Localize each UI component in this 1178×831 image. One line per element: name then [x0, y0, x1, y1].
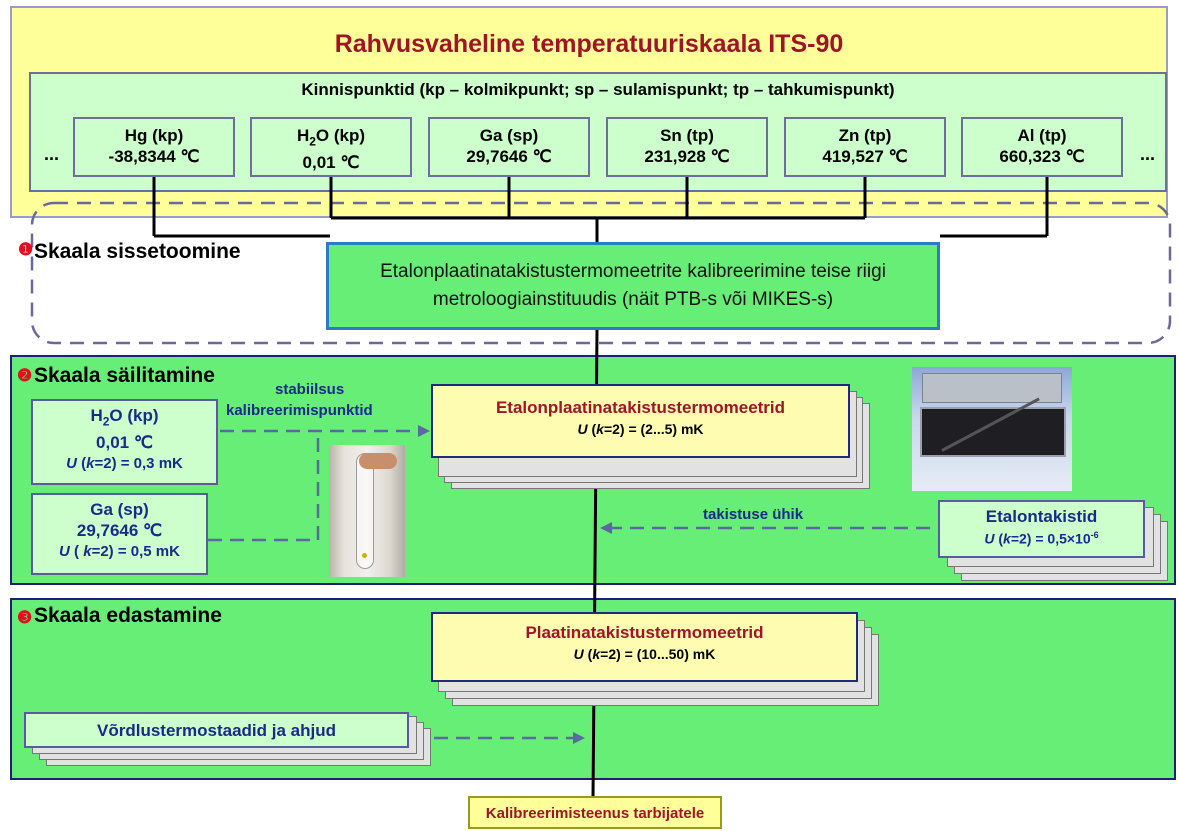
etalon-resistors-uncertainty: U (k=2) = 0,5×10-6: [984, 530, 1099, 547]
fixed-point-value: -38,8344 ℃: [108, 147, 200, 166]
section-1-label: Skaala sissetoomine: [34, 240, 241, 263]
etalon-resistors-card: Etalontakistid U (k=2) = 0,5×10-6: [938, 500, 1145, 558]
ga-value: 29,7646 ℃: [76, 521, 163, 540]
comparison-baths-title: Võrdlustermostaadid ja ahjud: [97, 721, 336, 740]
glass-cell-icon: [356, 453, 374, 569]
platinum-thermometers-uncertainty: U (k=2) = (10...50) mK: [573, 646, 716, 662]
etalon-thermometers-title: Etalonplaatinatakistustermomeetrid: [495, 398, 786, 417]
fixed-point-name: Ga (sp): [479, 126, 539, 145]
section-3-label: Skaala edastamine: [34, 604, 222, 627]
h2o-value: 0,01 ℃: [96, 433, 153, 453]
calibration-abroad-text: Etalonplaatinatakistustermomeetrite kali…: [380, 261, 886, 310]
h2o-triple-point-card: H2O (kp) 0,01 ℃ U (k=2) = 0,3 mK: [31, 399, 218, 485]
etalon-resistors-title: Etalontakistid: [985, 507, 1098, 526]
fixed-point-value: 419,527 ℃: [822, 147, 908, 166]
cell-mark-icon: [362, 553, 367, 558]
fixed-point-h2o: H2O (kp) 0,01 ℃: [250, 117, 412, 177]
fixed-point-sn: Sn (tp) 231,928 ℃: [606, 117, 768, 177]
ga-melting-point-card: Ga (sp) 29,7646 ℃ U ( k=2) = 0,5 mK: [31, 493, 208, 575]
stability-label: stabiilsus: [275, 381, 345, 398]
etalon-thermometers-card: Etalonplaatinatakistustermomeetrid U (k=…: [431, 384, 850, 458]
fixed-point-ga: Ga (sp) 29,7646 ℃: [428, 117, 590, 177]
fixed-point-value: 0,01 ℃: [302, 153, 360, 173]
fixed-point-cell-photo: [329, 445, 405, 577]
case-lid-icon: [922, 373, 1062, 403]
fixed-point-name: Hg (kp): [124, 126, 184, 145]
section-1-bullet: ❶: [18, 240, 34, 259]
section-2-label: Skaala säilitamine: [34, 364, 215, 387]
thermometer-case-photo: [912, 367, 1072, 491]
hand-icon: [359, 453, 397, 469]
calibration-points-label: kalibreerimispunktid: [226, 402, 373, 419]
fixed-point-connectors: [152, 177, 1049, 242]
page-title: Rahvusvaheline temperatuuriskaala ITS-90: [334, 30, 844, 58]
calibration-abroad-box: [326, 242, 940, 330]
fixed-points-header: Kinnispunktid (kp – kolmikpunkt; sp – su…: [301, 80, 895, 99]
resistance-unit-label: takistuse ühik: [703, 506, 804, 523]
comparison-baths-card: Võrdlustermostaadid ja ahjud: [24, 712, 409, 748]
section-2-bullet: ❷: [17, 366, 33, 385]
platinum-thermometers-card: Plaatinatakistustermomeetrid U (k=2) = (…: [431, 612, 858, 682]
arrowhead: [573, 732, 585, 744]
platinum-thermometers-title: Plaatinatakistustermomeetrid: [525, 623, 764, 642]
h2o-uncertainty: U (k=2) = 0,3 mK: [66, 455, 183, 473]
fixed-point-zn: Zn (tp) 419,527 ℃: [784, 117, 946, 177]
etalon-thermometers-uncertainty: U (k=2) = (2...5) mK: [577, 421, 704, 437]
fixed-point-name: Al (tp): [1017, 126, 1067, 145]
ga-uncertainty: U ( k=2) = 0,5 mK: [59, 543, 180, 560]
fixed-point-name: H2O (kp): [296, 126, 366, 149]
fixed-point-value: 660,323 ℃: [999, 147, 1085, 166]
ellipsis-right: ...: [1140, 144, 1156, 164]
section-3-bullet: ❸: [17, 608, 33, 627]
fixed-point-value: 29,7646 ℃: [466, 147, 552, 166]
fixed-point-name: Zn (tp): [838, 126, 892, 145]
ga-name: Ga (sp): [90, 500, 149, 519]
fixed-point-value: 231,928 ℃: [644, 147, 730, 166]
ellipsis-left: ...: [44, 144, 60, 164]
arrowhead: [418, 425, 430, 437]
arrowhead: [600, 522, 612, 534]
arrow-ga-to-etalon: [208, 431, 320, 542]
section-1-region: [30, 201, 1172, 345]
h2o-name: H2O (kp): [90, 406, 159, 429]
fixed-point-name: Sn (tp): [660, 126, 714, 145]
calibration-service-box: Kalibreerimisteenus tarbijatele: [468, 796, 722, 829]
fixed-point-al: Al (tp) 660,323 ℃: [961, 117, 1123, 177]
fixed-point-hg: Hg (kp) -38,8344 ℃: [73, 117, 235, 177]
